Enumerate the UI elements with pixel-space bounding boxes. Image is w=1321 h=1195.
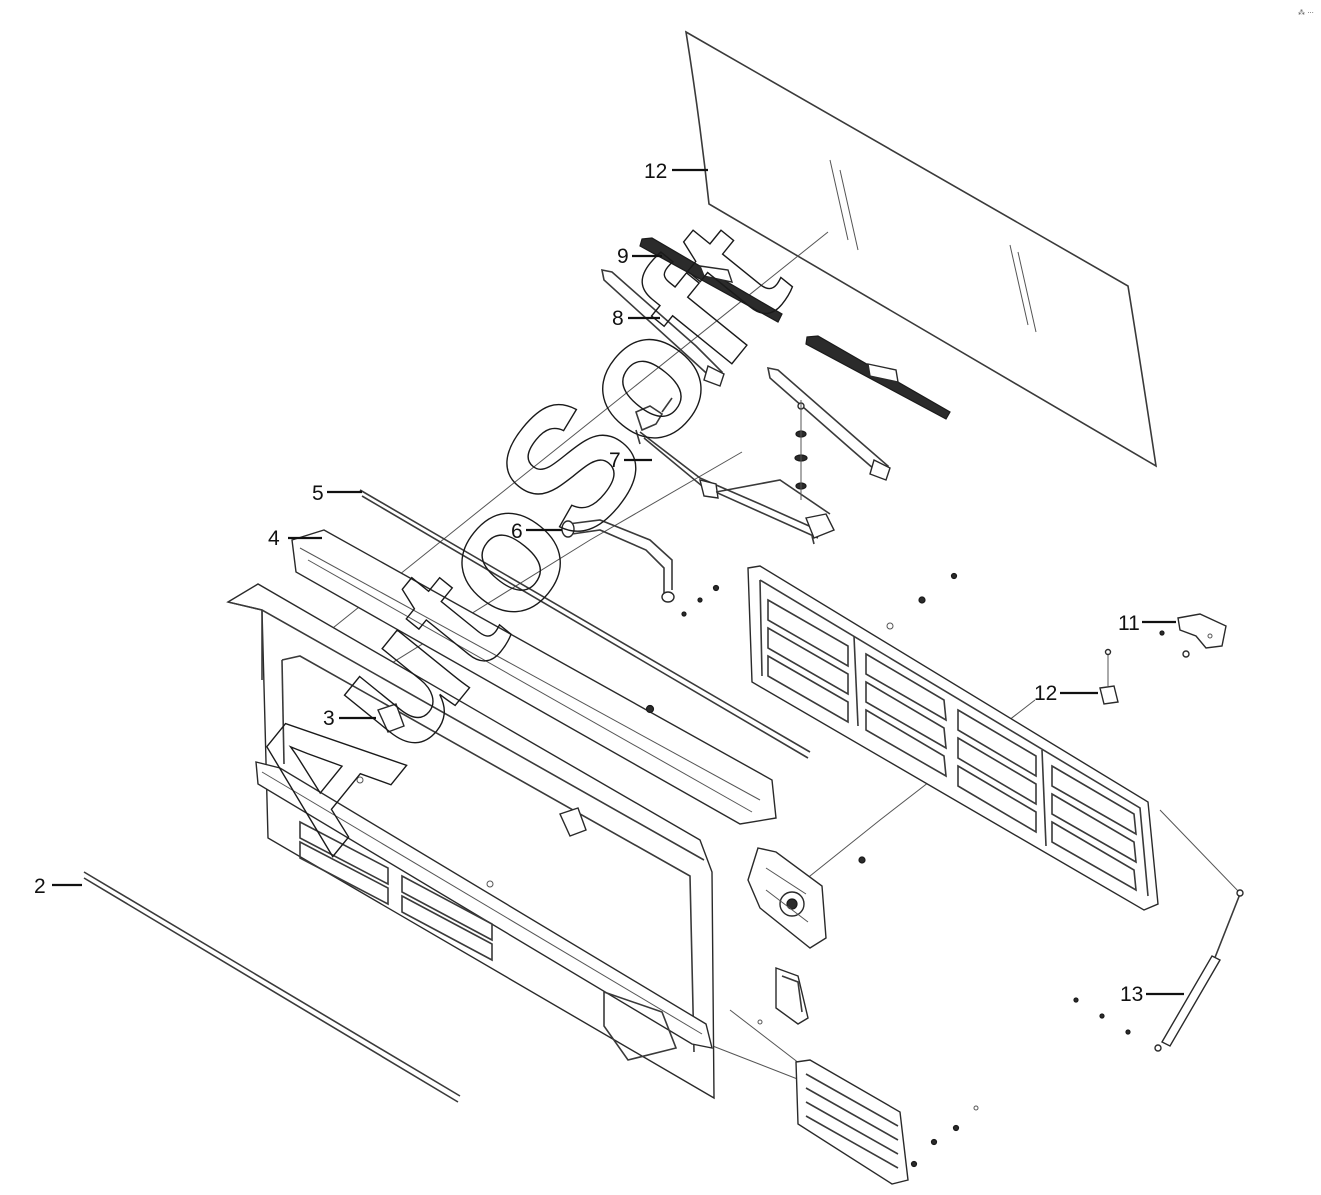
assembly-guide-lines — [267, 231, 1241, 1111]
callout-label: 13 — [1120, 983, 1143, 1006]
part-2-lower-seal — [83, 871, 461, 1103]
callout-label: 2 — [34, 875, 46, 898]
part-7-wiper-linkage — [635, 397, 835, 545]
callout-label: 12 — [1034, 682, 1057, 705]
callout-label: 9 — [617, 245, 629, 268]
callout-label: 3 — [323, 707, 335, 730]
trim-panel-ribs — [767, 598, 1137, 892]
part-4-upper-rail — [291, 529, 777, 825]
lower-vent-grille — [795, 1059, 979, 1185]
callout-8: 8 — [612, 307, 660, 330]
callout-3: 3 — [323, 707, 376, 730]
tailgate-main-panel — [226, 583, 715, 1100]
part-10-rear-glass — [684, 30, 1158, 468]
callout-6: 6 — [511, 520, 562, 543]
washers-stack — [794, 400, 808, 500]
door-handle — [757, 967, 809, 1025]
part-13-gas-strut — [1073, 889, 1244, 1052]
part-12-small-latch — [1099, 648, 1119, 705]
callout-label: 5 — [312, 482, 324, 505]
callout-label: 6 — [511, 520, 523, 543]
callout-11: 11 — [1118, 612, 1176, 635]
part-8-wiper-arms — [600, 268, 891, 481]
corner-mark: ⁂ ··· — [1298, 9, 1314, 17]
part-6-washer-hose — [561, 519, 720, 617]
callout-10: 12 — [644, 160, 708, 183]
callout-5: 5 — [312, 482, 362, 505]
part-5-seal-strip — [359, 489, 811, 759]
callout-label: 7 — [609, 449, 621, 472]
callout-label: 8 — [612, 307, 624, 330]
callout-2: 2 — [34, 875, 82, 898]
part-9-wiper-blades — [639, 237, 951, 420]
callout-12: 12 — [1034, 682, 1098, 705]
callout-7: 7 — [609, 449, 652, 472]
callout-label: 11 — [1118, 612, 1140, 635]
trim-fasteners — [886, 572, 958, 630]
panel-vent-slots — [299, 820, 493, 962]
callout-9: 9 — [617, 245, 662, 268]
lock-assembly — [747, 847, 866, 949]
callout-label: 4 — [268, 527, 280, 550]
part-11-hinge-bracket — [1159, 613, 1227, 658]
inner-trim-panel — [747, 565, 1159, 911]
callout-13: 13 — [1120, 983, 1184, 1006]
callout-4: 4 — [268, 527, 322, 550]
callout-label: 12 — [644, 160, 667, 183]
